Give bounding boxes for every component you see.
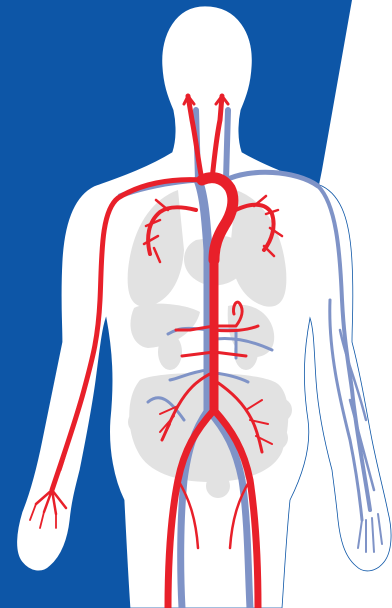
intestine-loop-5: [206, 474, 230, 498]
intestine-loop-3: [268, 398, 292, 422]
intestine-loop-4: [264, 426, 288, 450]
kidney-left: [158, 334, 182, 370]
intestine-loop-2: [138, 434, 162, 458]
intestine-loop-1: [128, 410, 152, 434]
